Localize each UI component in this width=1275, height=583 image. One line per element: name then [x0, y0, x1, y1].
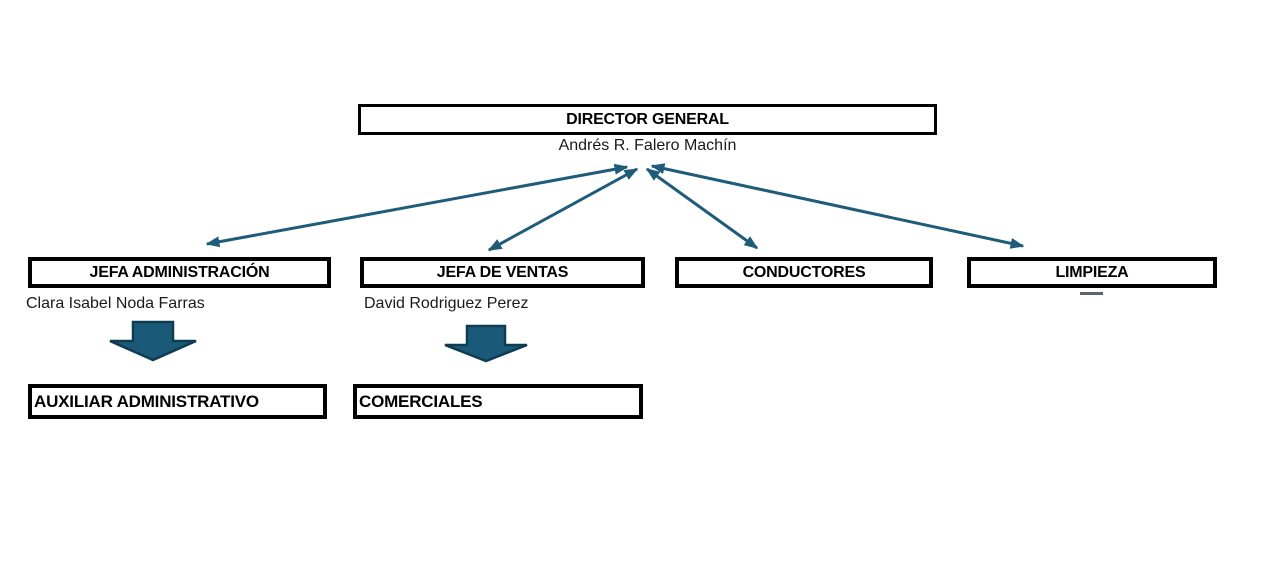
connector-director-conductores-icon — [645, 167, 759, 250]
node-director-general: DIRECTOR GENERAL — [358, 104, 937, 135]
connector-director-limpieza-icon — [650, 163, 1025, 249]
node-limpieza: LIMPIEZA — [967, 257, 1217, 288]
node-title: JEFA ADMINISTRACIÓN — [89, 263, 270, 281]
person-name-administracion: Clara Isabel Noda Farras — [26, 295, 205, 312]
node-title: LIMPIEZA — [1055, 263, 1129, 281]
down-block-arrow-ventas-icon — [444, 324, 528, 363]
node-comerciales: COMERCIALES — [353, 384, 643, 419]
node-title: JEFA DE VENTAS — [436, 263, 569, 281]
node-auxiliar-administrativo: AUXILIAR ADMINISTRATIVO — [28, 384, 327, 419]
limpieza-underline-mark — [1080, 292, 1103, 295]
node-title: AUXILIAR ADMINISTRATIVO — [34, 391, 259, 411]
node-title: DIRECTOR GENERAL — [566, 110, 729, 128]
connector-director-administracion-icon — [205, 163, 629, 248]
node-title: CONDUCTORES — [742, 263, 866, 281]
node-jefa-de-ventas: JEFA DE VENTAS — [360, 257, 645, 288]
node-conductores: CONDUCTORES — [675, 257, 933, 288]
node-title: COMERCIALES — [359, 391, 483, 411]
connector-director-ventas-icon — [487, 167, 639, 252]
node-jefa-administracion: JEFA ADMINISTRACIÓN — [28, 257, 331, 288]
down-block-arrow-administracion-icon — [109, 320, 197, 362]
person-name-director: Andrés R. Falero Machín — [558, 137, 737, 154]
person-name-ventas: David Rodriguez Perez — [364, 295, 529, 312]
